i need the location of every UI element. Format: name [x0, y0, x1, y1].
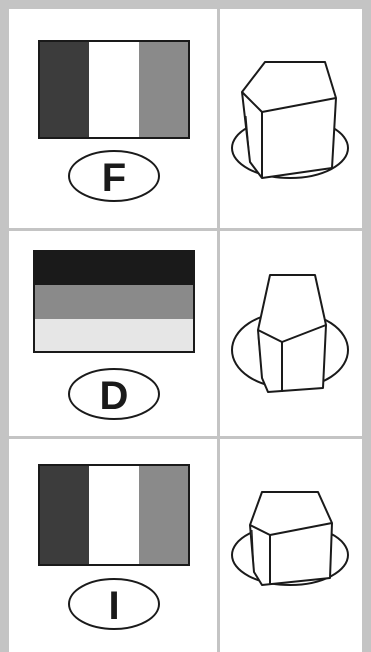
headlamp-adjuster-knob-icon — [232, 492, 348, 585]
flag-stripe-2 — [89, 465, 139, 565]
country-code-badge: F — [69, 151, 159, 201]
flag-stripe-1 — [34, 251, 194, 285]
column-divider — [217, 9, 220, 652]
country-code-badge: D — [69, 369, 159, 419]
flag-italy — [39, 465, 189, 565]
flag-stripe-3 — [139, 41, 189, 138]
frame-left — [0, 0, 9, 652]
country-code-label: F — [102, 156, 126, 200]
row-divider-1 — [9, 228, 362, 231]
flag-stripe-3 — [139, 465, 189, 565]
flag-stripe-3 — [34, 319, 194, 352]
country-code-badge: I — [69, 579, 159, 629]
flag-stripe-1 — [39, 465, 89, 565]
headlamp-adjuster-knob-icon — [232, 62, 348, 178]
country-code-label: D — [100, 374, 129, 418]
flag-stripe-2 — [34, 285, 194, 319]
country-code-label: I — [108, 584, 119, 628]
flag-stripe-1 — [39, 41, 89, 138]
headlamp-adjuster-knob-icon — [232, 275, 348, 392]
frame-top — [0, 0, 371, 9]
row-divider-2 — [9, 436, 362, 439]
flag-stripe-2 — [89, 41, 139, 138]
frame-right — [362, 0, 371, 652]
row-france: F — [39, 41, 348, 201]
flag-france — [39, 41, 189, 138]
flag-germany — [34, 251, 194, 352]
row-italy: I — [39, 465, 348, 629]
row-germany: D — [34, 251, 348, 419]
